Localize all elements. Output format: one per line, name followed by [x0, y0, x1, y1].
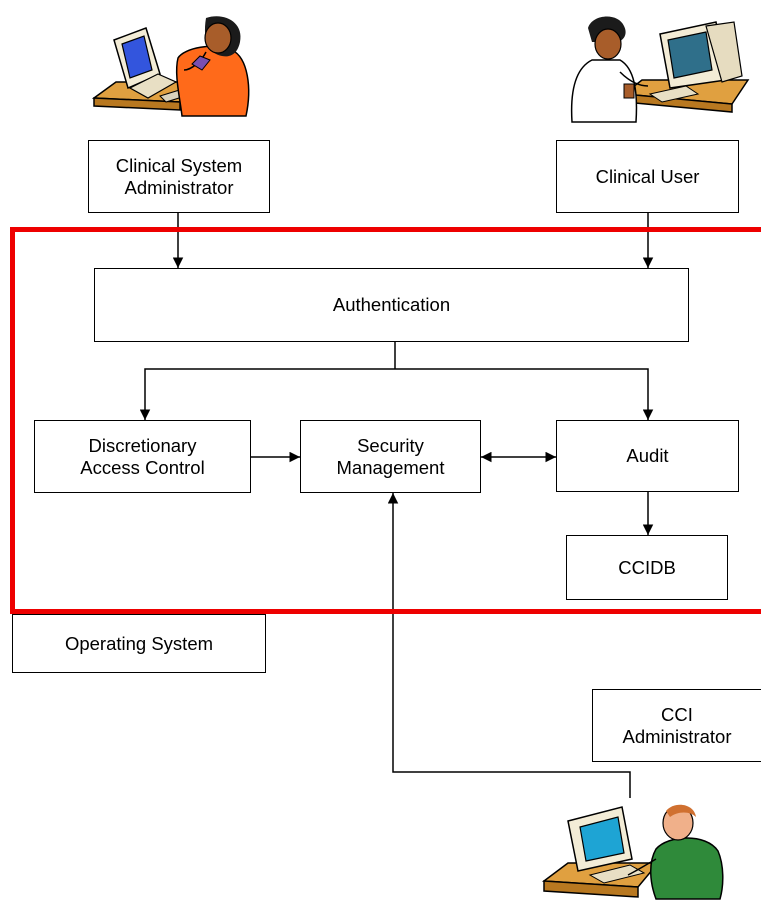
security-management-box: Security Management — [300, 420, 481, 493]
clinical-user-icon — [570, 16, 750, 123]
system-boundary — [10, 227, 761, 614]
security-management-label: Security Management — [336, 434, 445, 478]
authentication-label: Authentication — [332, 294, 451, 315]
audit-box: Audit — [556, 420, 739, 492]
arrow-cci-administrator-to-security-management — [387, 493, 631, 798]
arrow-authentication-to-audit — [395, 368, 654, 420]
cci-administrator-icon — [541, 804, 724, 900]
clinical-user-box: Clinical User — [556, 140, 739, 213]
ccidb-box: CCIDB — [566, 535, 728, 600]
arrow-authentication-to-discretionary-access-control — [139, 368, 395, 420]
clinical-system-administrator-box: Clinical System Administrator — [88, 140, 270, 213]
audit-label: Audit — [626, 445, 669, 466]
clinical-system-administrator-label: Clinical System Administrator — [115, 154, 243, 198]
clinical-system-administrator-icon — [91, 16, 250, 117]
cci-administrator-label: CCI Administrator — [622, 703, 732, 747]
cci-administrator-box: CCI Administrator — [592, 689, 761, 762]
clinical-user-label: Clinical User — [595, 165, 700, 187]
discretionary-access-control-label: Discretionary Access Control — [80, 434, 205, 478]
operating-system-box: Operating System — [12, 614, 266, 673]
operating-system-label: Operating System — [64, 632, 214, 654]
discretionary-access-control-box: Discretionary Access Control — [34, 420, 251, 493]
ccidb-label: CCIDB — [618, 556, 676, 578]
authentication-box: Authentication — [94, 268, 689, 342]
